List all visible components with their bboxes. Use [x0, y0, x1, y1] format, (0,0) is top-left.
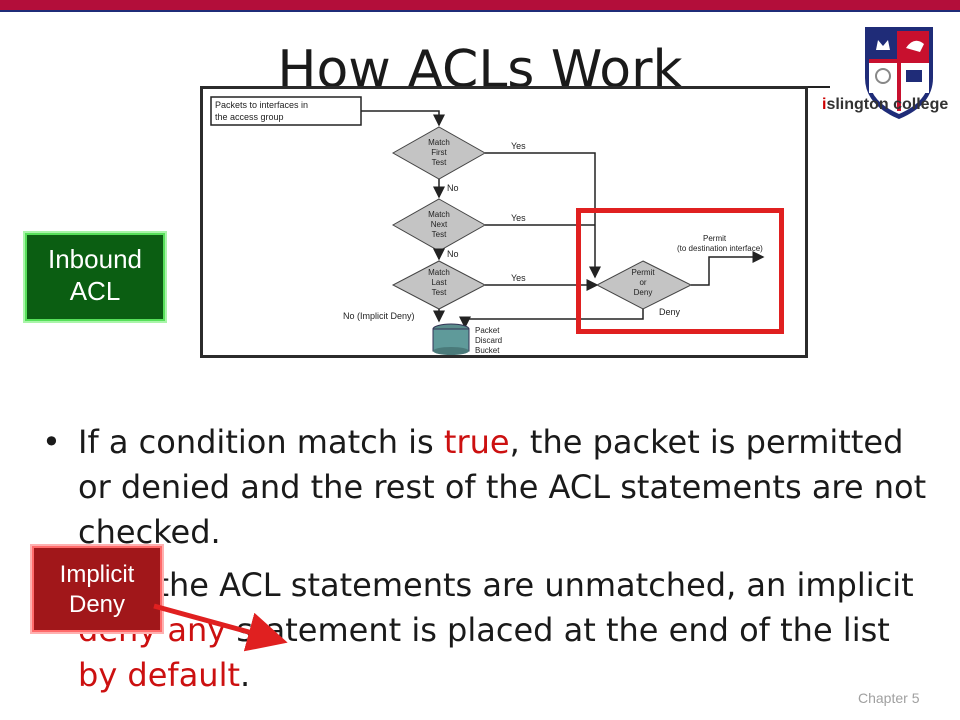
highlight-box — [576, 208, 784, 334]
deny-label: Deny — [659, 307, 681, 317]
yes-label-2: Yes — [511, 213, 526, 223]
flowchart-svg: Packets to interfaces in the access grou… — [210, 96, 765, 355]
yes-label-3: Yes — [511, 273, 526, 283]
bullet-item-1: • If a condition match is true, the pack… — [42, 420, 932, 555]
deny-line — [459, 309, 644, 329]
discard-bucket-icon — [432, 323, 470, 355]
implicit-deny-callout: Implicit Deny — [32, 546, 162, 632]
decision-l3: Deny — [634, 288, 653, 297]
flow-line-start — [361, 110, 445, 127]
permit-line — [691, 251, 765, 286]
permit-label-1: Permit — [703, 234, 727, 243]
permit-label-2: (to destination interface) — [677, 244, 763, 253]
decision-l2: or — [639, 278, 646, 287]
callout-arrow — [153, 603, 288, 652]
bullet-list: • If a condition match is true, the pack… — [42, 420, 932, 706]
yes-line-1 — [485, 152, 601, 279]
implicit-line-2: Deny — [68, 591, 126, 618]
test3-l2: Last — [431, 278, 447, 287]
test1-l1: Match — [428, 138, 450, 147]
bucket-l2: Discard — [475, 336, 502, 345]
test3-l3: Test — [432, 288, 447, 297]
no-label-2: No — [447, 249, 459, 259]
test2-l1: Match — [428, 210, 450, 219]
implicit-line-1: Implicit — [59, 561, 135, 588]
college-name: islington college — [822, 96, 949, 113]
test2-l2: Next — [431, 220, 448, 229]
acl-flowchart: Packets to interfaces in the access grou… — [200, 86, 808, 358]
yes-label-1: Yes — [511, 141, 526, 151]
no-label-1: No — [447, 183, 459, 193]
start-label-2: the access group — [215, 112, 284, 122]
bucket-l3: Bucket — [475, 346, 500, 355]
bucket-l1: Packet — [475, 326, 500, 335]
bullet-item-2: • If all the ACL statements are unmatche… — [42, 563, 932, 698]
inbound-line-1: Inbound — [48, 244, 142, 274]
test3-l1: Match — [428, 268, 450, 277]
inbound-line-2: ACL — [69, 276, 121, 306]
decision-l1: Permit — [631, 268, 655, 277]
test2-l3: Test — [432, 230, 447, 239]
inbound-acl-callout: Inbound ACL — [25, 233, 165, 321]
bullet-dot-icon: • — [42, 423, 61, 461]
chapter-footer: Chapter 5 — [858, 690, 920, 706]
test1-l2: First — [431, 148, 447, 157]
test1-l3: Test — [432, 158, 447, 167]
top-accent-line — [0, 10, 960, 12]
implicit-no-label: No (Implicit Deny) — [343, 311, 415, 321]
college-crest-logo — [865, 27, 933, 120]
start-label-1: Packets to interfaces in — [215, 100, 308, 110]
top-accent-bar — [0, 0, 960, 10]
start-box — [210, 96, 362, 126]
